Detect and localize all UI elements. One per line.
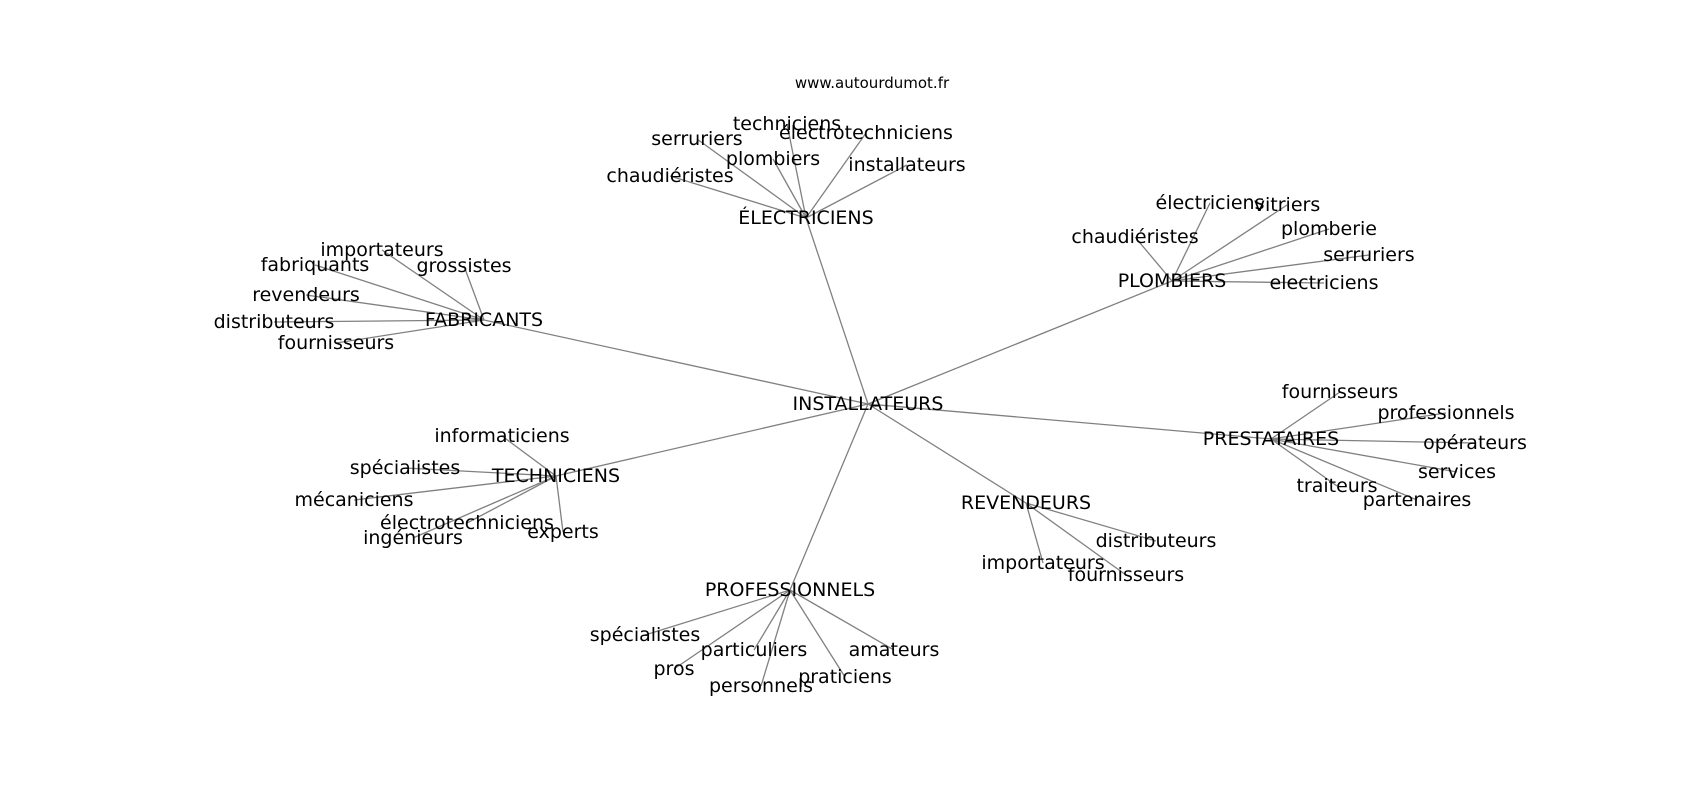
node-leaf-techniciens-experts: experts (527, 521, 599, 543)
edge-electriciens-installateurs (805, 164, 908, 219)
node-leaf-electriciens-techniciens: techniciens (733, 113, 841, 135)
edge-fabricants-fournisseurs (335, 319, 485, 344)
node-leaf-plombiers-serruriers: serruriers (1323, 244, 1414, 266)
edge-prestataires-fournisseurs (1270, 391, 1341, 440)
node-leaf-electriciens-chaudieristes: chaudiéristes (606, 165, 733, 187)
node-leaf-prestataires-partenaires: partenaires (1363, 489, 1472, 511)
node-leaf-prestataires-fournisseurs: fournisseurs (1282, 381, 1398, 403)
credit-text: www.autourdumot.fr (795, 74, 950, 92)
node-leaf-fabricants-distributeurs: distributeurs (214, 311, 335, 333)
edge-center-revendeurs (867, 403, 1027, 504)
node-leaf-techniciens-informaticiens: informaticiens (434, 425, 569, 447)
edge-center-plombiers (867, 280, 1173, 405)
edge-fabricants-grossistes (463, 265, 485, 321)
edge-center-electriciens (805, 217, 869, 405)
edge-center-professionnels (789, 403, 869, 591)
edge-fabricants-distributeurs (273, 319, 485, 323)
node-leaf-electriciens-electrotechniciens: électrotechniciens (779, 122, 953, 144)
node-group-prestataires: PRESTATAIRES (1203, 428, 1339, 450)
edge-plombiers-plomberie (1171, 228, 1330, 282)
edge-fabricants-fabriquants (314, 264, 485, 321)
node-leaf-professionnels-praticiens: praticiens (798, 666, 892, 688)
edge-plombiers-serruriers (1171, 254, 1370, 282)
edge-prestataires-partenaires (1270, 438, 1418, 501)
edge-plombiers-chaudieristes (1134, 236, 1173, 282)
edge-electriciens-techniciens (786, 123, 807, 219)
edge-revendeurs-distributeurs (1025, 502, 1157, 542)
edge-layer (273, 123, 1476, 687)
node-leaf-professionnels-specialistes: spécialistes (590, 624, 701, 646)
node-leaf-professionnels-amateurs: amateurs (849, 639, 940, 661)
node-leaf-techniciens-mecaniciens: mécaniciens (295, 489, 414, 511)
edge-plombiers-electriciens (1171, 280, 1325, 284)
label-layer: INSTALLATEURSÉLECTRICIENStechniciensserr… (214, 113, 1527, 697)
node-group-revendeurs: REVENDEURS (961, 492, 1091, 514)
node-leaf-professionnels-personnels: personnels (709, 675, 813, 697)
edge-professionnels-amateurs (789, 589, 895, 651)
node-leaf-professionnels-pros: pros (654, 658, 695, 680)
node-leaf-fabricants-revendeurs: revendeurs (252, 284, 360, 306)
edge-fabricants-revendeurs (305, 294, 485, 321)
node-leaf-electriciens-plombiers: plombiers (726, 148, 820, 170)
node-leaf-revendeurs-importateurs: importateurs (981, 552, 1104, 574)
node-leaf-professionnels-particuliers: particuliers (701, 639, 808, 661)
node-center-installateurs: INSTALLATEURS (793, 393, 944, 415)
node-leaf-fabricants-importateurs: importateurs (320, 239, 443, 261)
edge-prestataires-operateurs (1270, 438, 1476, 444)
node-leaf-plombiers-vitriers: vitriers (1254, 194, 1320, 216)
edge-electriciens-serruriers (696, 138, 807, 219)
node-leaf-fabricants-grossistes: grossistes (416, 255, 511, 277)
node-group-techniciens: TECHNICIENS (491, 465, 620, 487)
edge-prestataires-professionnels (1270, 412, 1447, 440)
edge-center-prestataires (867, 403, 1272, 440)
edge-techniciens-experts (555, 475, 564, 533)
edge-professionnels-specialistes (644, 589, 791, 636)
edge-fabricants-importateurs (381, 249, 485, 321)
node-group-electriciens: ÉLECTRICIENS (738, 206, 873, 229)
edge-professionnels-pros (673, 589, 791, 670)
node-leaf-prestataires-traiteurs: traiteurs (1296, 475, 1377, 497)
node-group-professionnels: PROFESSIONNELS (705, 579, 875, 601)
edge-plombiers-vitriers (1171, 204, 1288, 282)
edge-electriciens-electrotechniciens (805, 132, 867, 219)
node-group-plombiers: PLOMBIERS (1118, 270, 1227, 292)
node-leaf-prestataires-professionnels: professionnels (1377, 402, 1514, 424)
edge-techniciens-electrotechniciens (466, 475, 557, 524)
edge-revendeurs-importateurs (1025, 502, 1044, 564)
node-leaf-plombiers-plomberie: plomberie (1281, 218, 1377, 240)
node-leaf-techniciens-specialistes: spécialistes (350, 457, 461, 479)
edge-electriciens-chaudieristes (669, 175, 807, 219)
edge-professionnels-personnels (760, 589, 791, 687)
node-leaf-prestataires-services: services (1418, 461, 1496, 483)
node-leaf-electriciens-serruriers: serruriers (651, 128, 742, 150)
node-leaf-plombiers-electriciens: electriciens (1270, 272, 1379, 294)
edge-techniciens-specialistes (404, 467, 557, 477)
edge-revendeurs-fournisseurs (1025, 502, 1127, 576)
node-leaf-electriciens-installateurs: installateurs (848, 154, 965, 176)
edge-professionnels-particuliers (753, 589, 791, 651)
edge-center-fabricants (483, 319, 869, 405)
edge-techniciens-ingenieurs (412, 475, 557, 539)
edge-center-techniciens (555, 403, 869, 477)
edge-professionnels-praticiens (789, 589, 846, 678)
node-leaf-revendeurs-distributeurs: distributeurs (1096, 530, 1217, 552)
node-leaf-fabricants-fabriquants: fabriquants (261, 254, 370, 276)
edge-electriciens-plombiers (772, 158, 807, 219)
edge-prestataires-traiteurs (1270, 438, 1338, 487)
node-leaf-techniciens-ingenieurs: ingénieurs (363, 527, 463, 549)
node-leaf-techniciens-electrotechniciens: électrotechniciens (380, 512, 554, 534)
node-leaf-plombiers-electriciens: électriciens (1156, 192, 1265, 214)
edge-techniciens-mecaniciens (353, 475, 557, 501)
node-group-fabricants: FABRICANTS (425, 309, 543, 331)
node-leaf-prestataires-operateurs: opérateurs (1423, 432, 1527, 454)
node-leaf-revendeurs-fournisseurs: fournisseurs (1068, 564, 1184, 586)
edge-techniciens-informaticiens (501, 435, 557, 477)
edge-prestataires-services (1270, 438, 1458, 473)
node-leaf-plombiers-chaudieristes: chaudiéristes (1071, 226, 1198, 248)
node-leaf-fabricants-fournisseurs: fournisseurs (278, 332, 394, 354)
edge-plombiers-electriciens (1171, 202, 1211, 282)
